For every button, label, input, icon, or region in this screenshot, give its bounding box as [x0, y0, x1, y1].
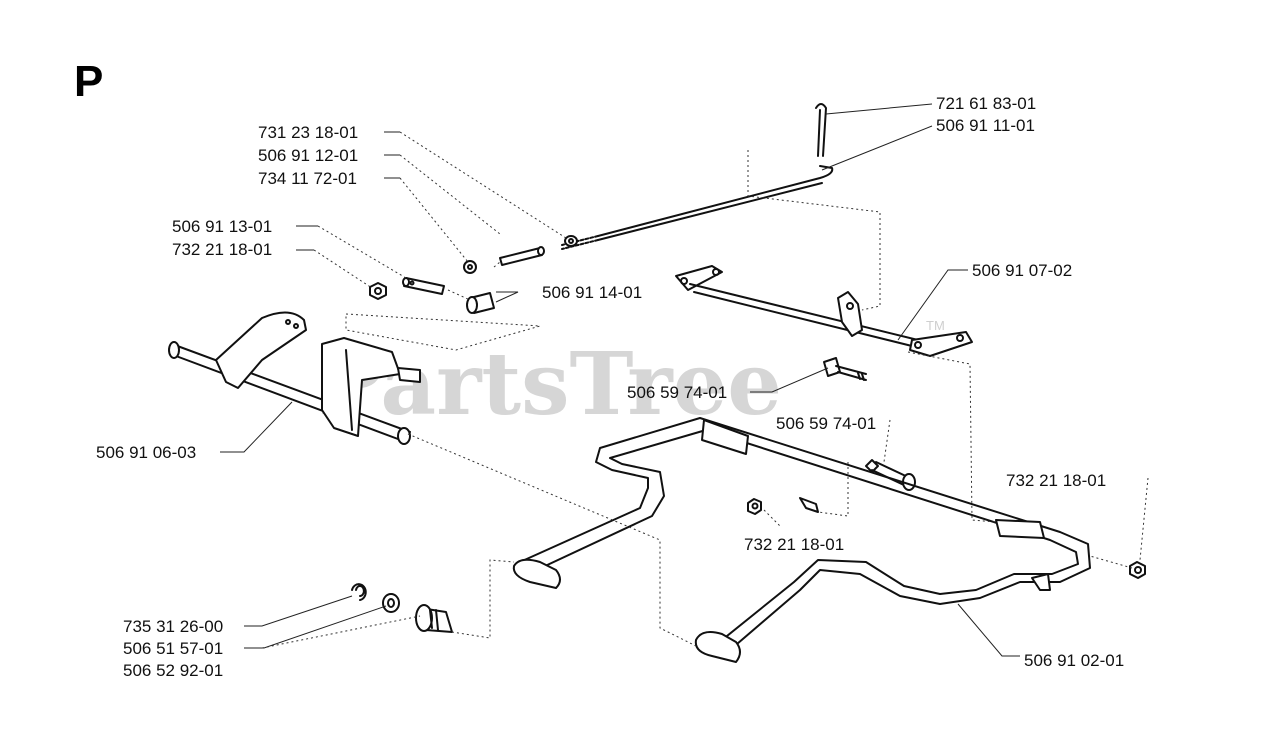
- part-label-732-21-18-01-left: 732 21 18-01: [172, 240, 272, 259]
- part-label-731-23-18-01: 731 23 18-01: [258, 123, 358, 142]
- washer-small: [463, 260, 477, 274]
- hex-nut-left: [369, 282, 387, 300]
- part-label-506-59-74-01-lower: 506 59 74-01: [776, 414, 876, 433]
- part-label-734-11-72-01: 734 11 72-01: [258, 169, 357, 188]
- mower-frame: [512, 417, 1091, 663]
- part-label-506-91-12-01: 506 91 12-01: [258, 146, 358, 165]
- pivot-pin: [402, 277, 445, 295]
- part-label-732-21-18-01-right: 732 21 18-01: [1006, 471, 1106, 490]
- part-label-506-52-92-01: 506 52 92-01: [123, 661, 223, 680]
- section-letter: P: [74, 57, 103, 106]
- part-label-506-91-13-01: 506 91 13-01: [172, 217, 272, 236]
- watermark-text: PartsTree: [318, 334, 782, 435]
- shoulder-bolt-lower: [865, 459, 916, 491]
- part-label-721-61-83-01: 721 61 83-01: [936, 94, 1036, 113]
- part-label-732-21-18-01-center: 732 21 18-01: [744, 535, 844, 554]
- rod-sleeve: [499, 246, 545, 266]
- bushing: [466, 292, 495, 314]
- part-label-506-91-06-03: 506 91 06-03: [96, 443, 196, 462]
- control-rod: [561, 165, 834, 250]
- upper-shaft-assembly: [675, 265, 973, 357]
- hex-nut-right: [1129, 561, 1146, 579]
- part-label-506-91-14-01: 506 91 14-01: [542, 283, 642, 302]
- circlip: [351, 583, 367, 601]
- part-label-506-59-74-01-upper: 506 59 74-01: [627, 383, 727, 402]
- part-label-506-51-57-01: 506 51 57-01: [123, 639, 223, 658]
- part-label-506-91-02-01: 506 91 02-01: [1024, 651, 1124, 670]
- dashed-assembly-lines: [261, 131, 1149, 649]
- shoulder-bolt-upper: [823, 357, 867, 381]
- pivot-shaft-bracket: [168, 311, 421, 445]
- part-number-labels: 721 61 83-01 506 91 11-01 731 23 18-01 5…: [96, 94, 1124, 680]
- hex-nut-center: [747, 498, 762, 515]
- watermark-trademark: TM: [926, 318, 945, 333]
- rod-nut: [564, 235, 578, 247]
- cotter-pin: [815, 103, 827, 157]
- part-label-506-91-07-02: 506 91 07-02: [972, 261, 1072, 280]
- part-label-735-31-26-00: 735 31 26-00: [123, 617, 223, 636]
- flat-washer: [382, 593, 400, 613]
- part-label-506-91-11-01: 506 91 11-01: [936, 116, 1035, 135]
- flanged-bushing: [415, 604, 453, 633]
